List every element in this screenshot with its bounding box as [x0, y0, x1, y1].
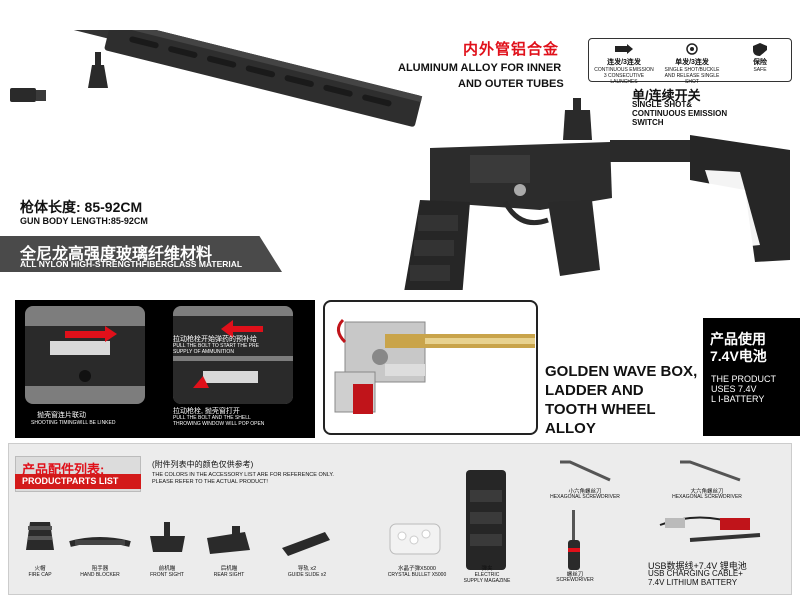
- item-screwdriver-zh: 螺丝刀: [566, 572, 584, 578]
- shell-window-photo-2: [173, 306, 293, 404]
- battery-en: THE PRODUCT USES 7.4V L I-BATTERY: [711, 374, 795, 404]
- mode-safe: 保险 SAFE: [727, 42, 793, 73]
- single-shot-icon: [686, 43, 698, 55]
- rifle-illustration: [10, 30, 790, 290]
- item-hand-blocker-zh: 阻手器: [91, 566, 109, 572]
- item-fire-cap-zh: 火帽: [34, 566, 46, 572]
- fire-cap-icon: [26, 522, 54, 550]
- battery-en-2: USES 7.4V: [711, 384, 757, 394]
- muzzle-flash-hider: [10, 88, 46, 102]
- receiver: [430, 142, 612, 210]
- battery-panel: [703, 318, 800, 436]
- item-front-sight-en: FRONT SIGHT: [150, 572, 184, 578]
- gold-line-3: TOOTH WHEEL ALLOY: [545, 401, 656, 437]
- fire-mode-legend: 连发/3连发 CONTINUOUS EMISSION 3 CONSECUTIVE…: [588, 38, 793, 85]
- gun-length-en: GUN BODY LENGTH:85-92CM: [20, 216, 148, 226]
- switch-en-1: SINGLE SHOT&: [632, 100, 693, 109]
- item-crystal-bullet-en: CRYSTAL BULLET X5000: [387, 572, 447, 578]
- shell-window-photo-1: [25, 306, 145, 404]
- hand-blocker-icon: [69, 537, 131, 547]
- magazine-part: [404, 200, 470, 290]
- small-hex-zh: 小六角螺丝刀: [568, 489, 602, 495]
- gun-length-zh: 枪体长度: 85-92CM: [20, 199, 143, 215]
- accessory-title-en: PRODUCTPARTS LIST: [22, 476, 119, 486]
- color-note-en-1: THE COLORS IN THE ACCESSORY LIST ARE FOR…: [152, 472, 334, 478]
- rear-sight-icon: [207, 526, 250, 554]
- item-magazine-zh: 弹夹: [481, 566, 493, 572]
- safety-icon: [753, 43, 767, 56]
- guide-rail-icon: [282, 532, 330, 556]
- screwdriver-icon: [568, 510, 580, 570]
- large-hex-screwdriver-icon: [680, 460, 741, 482]
- item-guide-slide-zh: 导轨 x2: [297, 566, 317, 572]
- pull1-en-2: SUPPLY OF AMMUNITION: [173, 349, 234, 355]
- item-screwdriver-en: SCREWDRIVER: [556, 577, 594, 583]
- item-rear-sight-zh: 后机瞄: [220, 566, 238, 572]
- pull1-en-1: PULL THE BOLT TO START THE PRE: [173, 343, 259, 349]
- material-en: ALL NYLON HIGH-STRENGTHFIBERGLASS MATERI…: [20, 259, 243, 269]
- usb-line-2: USB CHARGING CABLE+: [648, 569, 743, 578]
- gold-line-1: GOLDEN WAVE BOX,: [545, 363, 698, 380]
- battery-en-3: L I-BATTERY: [711, 394, 765, 404]
- rear-sight-part: [563, 98, 592, 140]
- tube-title-en-1: ALUMINUM ALLOY FOR INNER: [398, 62, 562, 74]
- battery-en-1: THE PRODUCT: [711, 374, 776, 384]
- color-note-en-2: PLEASE REFER TO THE ACTUAL PRODUCT!: [152, 479, 268, 485]
- large-hex-en: HEXAGONAL SCREWDRIVER: [672, 494, 742, 500]
- battery-zh-1: 产品使用: [710, 331, 766, 347]
- item-magazine-en-1: ELECTRIC: [474, 572, 500, 578]
- item-hand-blocker-en: HAND BLOCKER: [80, 572, 120, 578]
- switch-en-3: SWITCH: [632, 118, 664, 127]
- item-rear-sight-en: REAR SIGHT: [213, 572, 245, 578]
- left-caption-en: SHOOTING TIMINGWILL BE LINKED: [31, 420, 116, 426]
- usb-line-3: 7.4V LITHIUM BATTERY: [648, 578, 738, 587]
- stock: [610, 135, 790, 262]
- electric-magazine-icon: [466, 470, 506, 570]
- switch-title-zh: 单/连续开关: [632, 88, 701, 103]
- handguard: [60, 30, 423, 127]
- small-hex-en: HEXAGONAL SCREWDRIVER: [550, 494, 620, 500]
- trigger-guard: [502, 200, 549, 226]
- gold-line-2: LADDER AND: [545, 382, 644, 399]
- continuous-fire-icon: [615, 44, 633, 54]
- item-fire-cap-en: FIRE CAP: [28, 572, 52, 578]
- accessory-title-en-bg: [15, 474, 141, 489]
- pull1-zh: 拉动枪栓开始弹药的预补给: [173, 336, 257, 343]
- item-guide-slide-en: GUIDE SLIDE x2: [287, 572, 327, 578]
- accessory-illustrations: [26, 460, 761, 570]
- battery-title-zh: 产品使用 7.4V电池: [710, 331, 794, 365]
- accessory-title-zh: 产品配件列表:: [22, 462, 105, 477]
- front-sight-icon: [150, 522, 185, 552]
- item-magazine-en-2: SUPPLY MAGAZINE: [463, 578, 511, 584]
- switch-en-2: CONTINUOUS EMISSION: [632, 109, 728, 118]
- color-note-zh: (附件列表中的颜色仅供参考): [152, 460, 254, 469]
- material-zh: 全尼龙高强度玻璃纤维材料: [20, 246, 213, 263]
- small-hex-screwdriver-icon: [560, 460, 611, 482]
- front-sight-part: [88, 52, 108, 88]
- large-hex-zh: 大六角螺丝刀: [690, 489, 724, 495]
- gearbox-photo: [323, 300, 538, 435]
- shell-window-panel: 拉动枪栓开始弹药的预补给 PULL THE BOLT TO START THE …: [15, 300, 315, 438]
- item-front-sight-zh: 前机瞄: [158, 566, 176, 572]
- tube-title-zh: 内外管铝合金: [463, 41, 560, 58]
- item-crystal-bullet-zh: 水晶子弹X5000: [398, 566, 436, 572]
- pistol-grip: [548, 200, 600, 276]
- tube-title-en-2: AND OUTER TUBES: [458, 78, 564, 90]
- usb-battery-icon: [659, 516, 761, 542]
- pull2-zh: 拉动枪栓, 抛壳窗打开: [173, 408, 240, 415]
- material-banner: [0, 236, 282, 272]
- crystal-bullets-icon: [389, 523, 441, 555]
- battery-zh-2: 7.4V电池: [710, 348, 767, 364]
- left-caption-zh: 抛壳窗连片联动: [37, 412, 86, 419]
- gearbox-description: GOLDEN WAVE BOX, LADDER AND TOOTH WHEEL …: [545, 362, 705, 438]
- pull2-en-2: THROWING WINDOW WILL POP OPEN: [173, 421, 265, 427]
- mode-single: 单发/3连发 SINGLE SHOT/BUCKLE AND RELEASE SI…: [659, 42, 725, 85]
- pull2-en-1: PULL THE BOLT AND THE SHELL: [173, 415, 251, 421]
- usb-line-1: USB数据线+7.4V 锂电池: [648, 561, 747, 571]
- mode-continuous: 连发/3连发 CONTINUOUS EMISSION 3 CONSECUTIVE…: [591, 42, 657, 85]
